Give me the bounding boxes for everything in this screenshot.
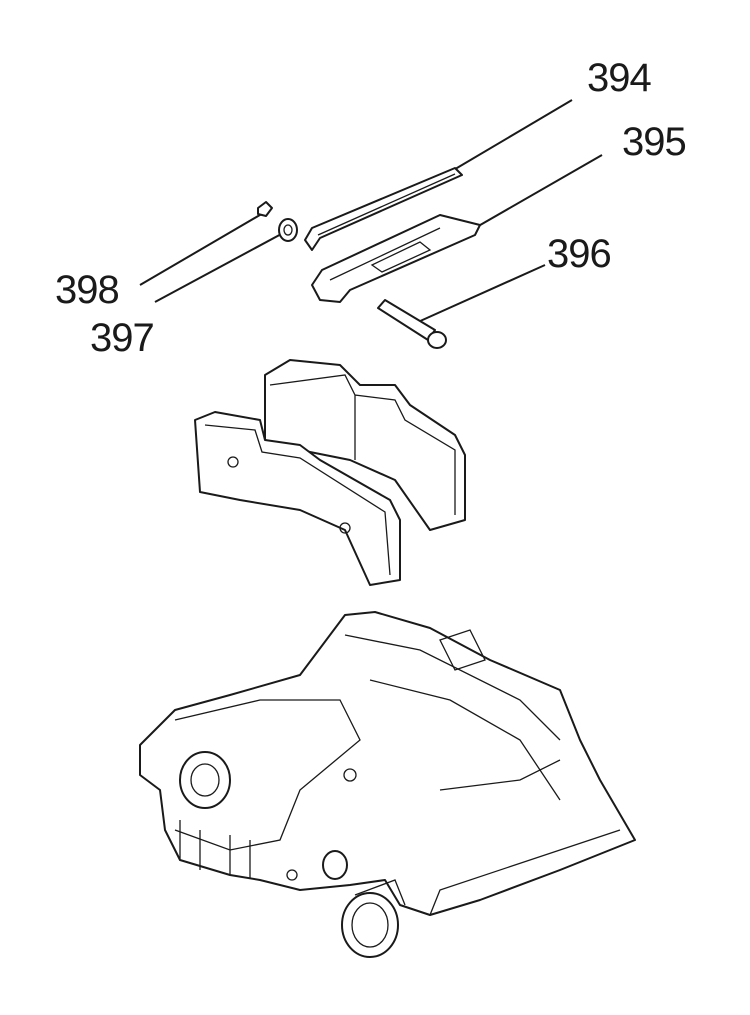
leader-line-394 [439,99,573,179]
leader-line-396 [417,264,546,323]
leader-line-397 [154,231,286,303]
part-394-spring [304,167,463,251]
part-396-pin [377,299,447,349]
label-394: 394 [587,56,652,100]
leader-line-398 [139,211,266,286]
label-398: 398 [55,268,120,312]
label-396: 396 [547,232,612,276]
label-397: 397 [90,316,155,360]
leader-line-395 [467,154,603,233]
brake-caliper [139,611,636,958]
label-395: 395 [622,120,687,164]
brake-pad-front [194,411,401,586]
part-395-bracket [311,214,481,303]
part-398-clip [257,201,273,217]
brake-pad-rear [264,359,466,531]
part-397-washer [278,218,298,242]
